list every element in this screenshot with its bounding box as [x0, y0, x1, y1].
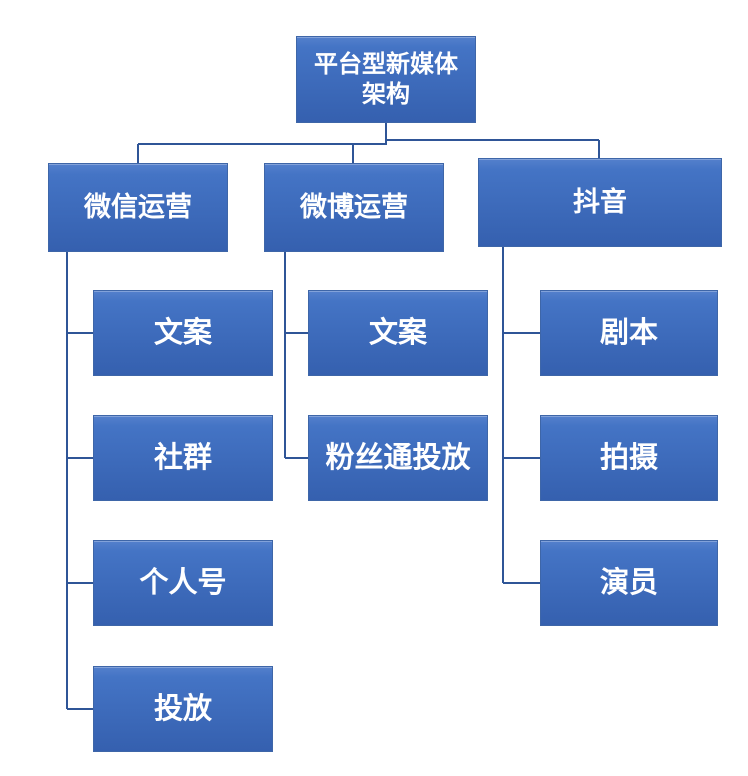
node-weibo-fanstong-placement: 粉丝通投放 — [308, 415, 488, 501]
node-root-title: 平台型新媒体架构 — [296, 36, 476, 123]
node-douyin: 抖音 — [478, 158, 722, 247]
node-douyin-script: 剧本 — [540, 290, 718, 376]
node-wechat-operations: 微信运营 — [48, 163, 228, 252]
node-wechat-copywriting: 文案 — [93, 290, 273, 376]
node-wechat-ad-placement: 投放 — [93, 666, 273, 752]
node-weibo-operations: 微博运营 — [264, 163, 444, 252]
node-wechat-personal-account: 个人号 — [93, 540, 273, 626]
node-douyin-filming: 拍摄 — [540, 415, 718, 501]
node-wechat-community: 社群 — [93, 415, 273, 501]
node-weibo-copywriting: 文案 — [308, 290, 488, 376]
node-douyin-actors: 演员 — [540, 540, 718, 626]
